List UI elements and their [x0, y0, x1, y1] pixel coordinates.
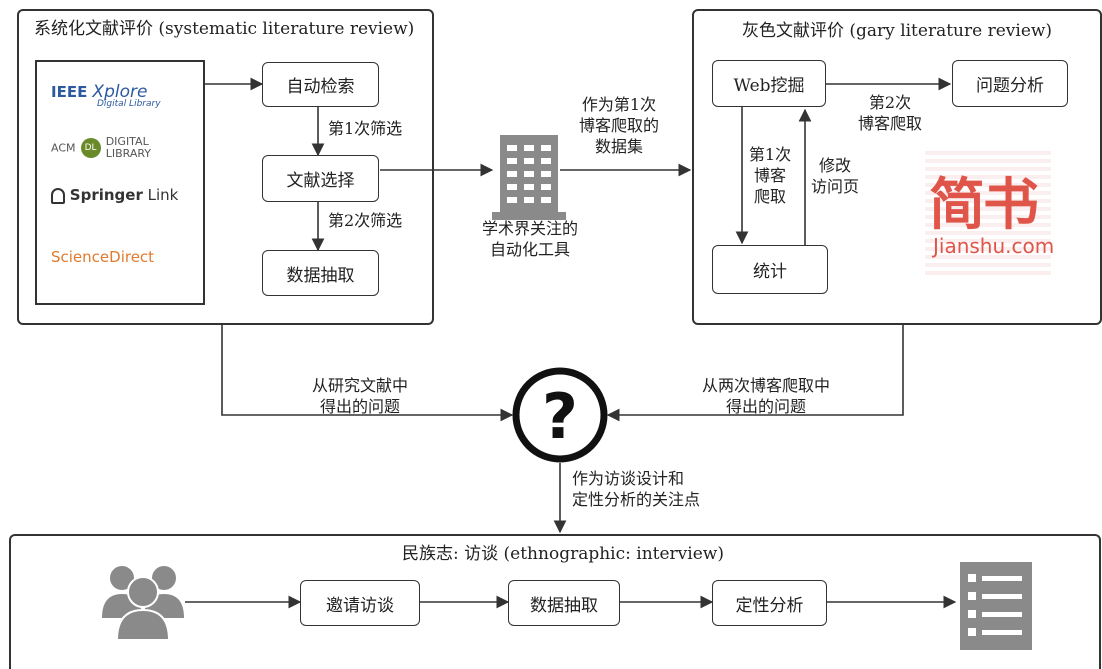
systematic-review-panel: [17, 9, 434, 325]
qualitative-analysis-box: 定性分析: [712, 580, 827, 626]
academic-tool-label: 学术界关注的 自动化工具: [481, 219, 578, 259]
second-screening-label: 第2次筛选: [328, 211, 403, 230]
problem-analysis-box: 问题分析: [952, 60, 1068, 107]
invite-interview-box: 邀请访谈: [300, 580, 420, 626]
dataset-label: 作为第1次 博客爬取的 数据集: [578, 95, 659, 156]
second-crawl-label: 第2次 博客爬取: [857, 93, 922, 133]
line-slr-to-question: [221, 325, 514, 422]
sciencedirect-logo: ScienceDirect: [51, 248, 155, 266]
line-grey-to-question: [606, 325, 904, 422]
grey-review-panel: [692, 9, 1102, 325]
ieee-xplore-logo: IEEE Xplore Digital Library: [51, 82, 161, 109]
ethnographic-title: 民族志: 访谈 (ethnographic: interview): [402, 544, 724, 564]
connector-layer: ?: [102, 77, 1032, 650]
from-blog-label: 从两次博客爬取中 得出的问题: [701, 376, 830, 416]
acm-dl-badge-icon: DL: [80, 138, 101, 158]
literature-selection-box: 文献选择: [262, 155, 379, 202]
jianshu-url: Jianshu.com: [933, 234, 1055, 258]
springer-horse-icon: [51, 187, 65, 204]
checklist-icon: [960, 562, 1032, 650]
people-group-icon: [102, 566, 184, 641]
first-crawl-label: 第1次 博客 爬取: [748, 145, 792, 206]
springer-link-logo: Springer Link: [51, 186, 178, 204]
web-mining-box: Web挖掘: [712, 60, 826, 107]
building-icon: [492, 135, 566, 220]
interview-extraction-box: 数据抽取: [508, 580, 620, 626]
systematic-review-title: 系统化文献评价 (systematic literature review): [34, 19, 415, 39]
modify-page-label: 修改 访问页: [810, 156, 859, 196]
question-icon: [512, 367, 608, 463]
auto-search-box: 自动检索: [262, 62, 379, 107]
literature-sources-panel: IEEE Xplore Digital Library ACM DL DIGIT…: [35, 60, 205, 305]
question-mark: ?: [542, 380, 578, 453]
jianshu-logo-text: 简书: [929, 173, 1039, 238]
first-screening-label: 第1次筛选: [328, 119, 403, 138]
grey-review-title: 灰色文献评价 (gary literature review): [742, 21, 1053, 41]
statistics-box: 统计: [712, 245, 828, 294]
data-extraction-box: 数据抽取: [262, 250, 379, 296]
from-literature-label: 从研究文献中 得出的问题: [311, 376, 408, 416]
jianshu-logo: 简书 Jianshu.com: [925, 150, 1055, 275]
ethnographic-panel: [9, 534, 1101, 669]
interview-focus-label: 作为访谈设计和 定性分析的关注点: [572, 469, 701, 509]
